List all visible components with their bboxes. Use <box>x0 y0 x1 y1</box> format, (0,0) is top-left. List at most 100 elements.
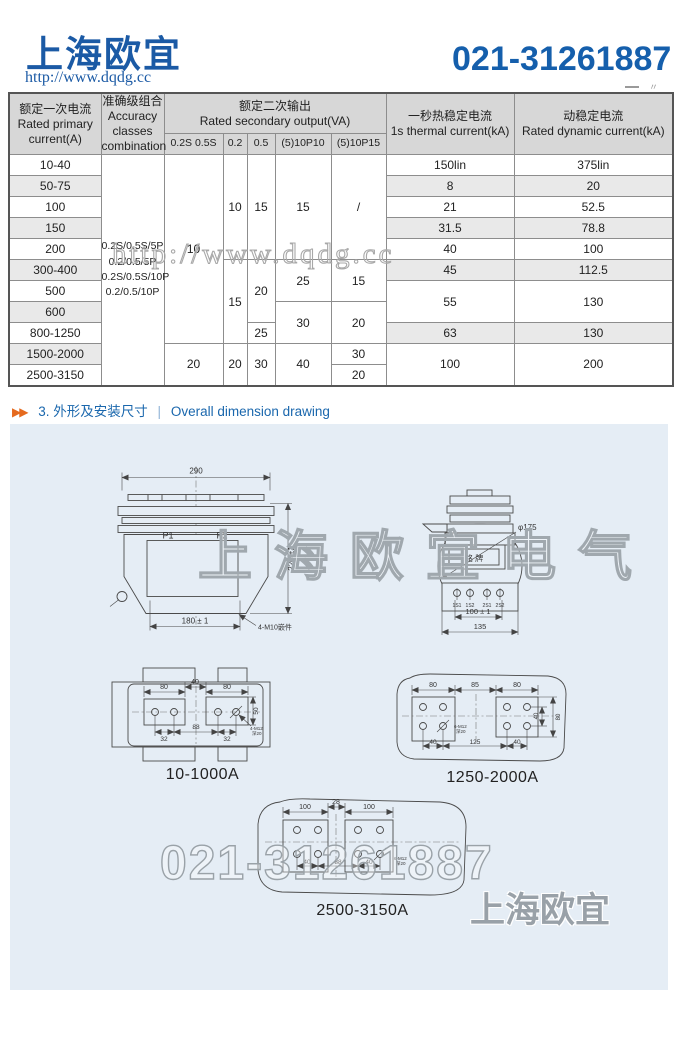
table-cell: 300-400 <box>8 259 102 281</box>
section-title-cn: 外形及安装尺寸 <box>53 404 148 419</box>
table-cell: 20 <box>330 301 387 344</box>
table-cell: 800-1250 <box>8 322 102 344</box>
dim-40-vertical: 40 <box>534 712 540 719</box>
table-cell: 20 <box>513 175 674 197</box>
screw-spec-line2: 深20 <box>456 728 466 735</box>
table-cell: 15 <box>274 154 332 260</box>
dim-40-mid: 40 <box>191 679 199 686</box>
dim-100: 100 ± 1 <box>466 607 491 616</box>
dim-40-left: 40 <box>429 739 437 746</box>
table-cell: 21 <box>385 196 515 218</box>
table-cell: 15 <box>246 154 276 260</box>
dim-height-226: 226 ±1 <box>287 546 296 571</box>
section-number: 3. <box>38 404 50 419</box>
insert-label: 4-M10嵌件 <box>258 623 292 632</box>
page-edge-mark <box>625 86 639 88</box>
screw-spec-line1: 6-M12 <box>454 724 467 729</box>
col-header-accuracy: 准确级组合 Accuracy classes combination <box>100 92 167 155</box>
table-cell: 30 <box>246 343 276 386</box>
subcol-10p10: (5)10P10 <box>274 133 332 155</box>
table-cell: 63 <box>385 322 515 344</box>
col-header-dynamic-current: 动稳定电流 Rated dynamic current(kA) <box>513 92 674 155</box>
table-cell: 52.5 <box>513 196 674 218</box>
table-cell: 375lin <box>513 154 674 176</box>
screw-spec-line2: 深20 <box>396 860 406 867</box>
table-cell: 20 <box>330 364 387 386</box>
col-header-thermal-current: 一秒热稳定电流 1s thermal current(kA) <box>385 92 515 155</box>
dim-88: 88 <box>334 859 342 866</box>
drawing-2500-3150a: 100 28 100 40 88 40 6-M12 深20 <box>257 798 467 896</box>
dim-width-290: 290 <box>189 467 203 476</box>
table-cell: 500 <box>8 280 102 302</box>
table-cell: 40 <box>385 238 515 260</box>
terminal-p1-label: P1 <box>162 531 173 541</box>
company-website: http://www.dqdg.cc <box>25 69 152 86</box>
dim-28: 28 <box>332 799 340 806</box>
drawing-1250-2000a: 80 85 80 40 80 40 125 40 6-M12 深20 <box>396 673 567 762</box>
spec-table: 额定一次电流 Rated primary current(A) 准确级组合 Ac… <box>8 92 675 387</box>
table-cell: 20 <box>246 259 276 323</box>
dim-80-left: 80 <box>429 682 437 689</box>
table-cell: 100 <box>513 238 674 260</box>
dim-80-vertical: 80 <box>556 713 562 720</box>
table-cell: 130 <box>513 322 674 344</box>
table-cell: / <box>330 154 387 260</box>
dim-50: 50 <box>253 707 260 715</box>
dim-40-right: 40 <box>513 739 521 746</box>
table-cell: 150 <box>8 217 102 239</box>
subcol-05: 0.5 <box>246 133 276 155</box>
front-view-drawing: P1 P2 290 226 ±1 180 ± 1 4-M10嵌件 <box>109 466 296 632</box>
dim-100-right: 100 <box>363 804 375 811</box>
table-cell: 10 <box>163 154 224 344</box>
table-cell: 10 <box>222 154 248 260</box>
dim-100-left: 100 <box>299 804 311 811</box>
screw-spec-line1: 6-M12 <box>394 856 407 861</box>
table-cell: 130 <box>513 280 674 323</box>
terminal-1s1: 1S1 <box>453 603 462 609</box>
table-cell: 30 <box>330 343 387 365</box>
caption-2500-3150a: 2500-3150A <box>316 902 409 919</box>
dim-32-left: 32 <box>160 736 168 743</box>
section-title-en: Overall dimension drawing <box>170 404 330 419</box>
table-cell: 8 <box>385 175 515 197</box>
double-arrow-icon: ▶▶ <box>12 405 29 419</box>
table-cell: 100 <box>8 196 102 218</box>
col-header-secondary-output: 额定二次输出 Rated secondary output(VA) <box>163 92 387 135</box>
dim-88: 88 <box>192 724 200 731</box>
side-view-drawing: 铭 牌 1S1 1S2 2S1 2S2 φ175 100 ± 1 135 <box>421 489 537 635</box>
table-cell: 55 <box>385 280 515 323</box>
dim-base-180: 180 ± 1 <box>182 617 209 626</box>
table-cell: 112.5 <box>513 259 674 281</box>
table-cell: 50-75 <box>8 175 102 197</box>
terminal-1s2: 1S2 <box>466 603 475 609</box>
table-cell: 200 <box>8 238 102 260</box>
dim-85: 85 <box>471 682 479 689</box>
dim-135: 135 <box>474 622 487 631</box>
caption-10-1000a: 10-1000A <box>165 766 240 783</box>
dim-32-right: 32 <box>223 736 231 743</box>
dim-80-left: 80 <box>160 684 168 691</box>
terminal-2s1: 2S1 <box>483 603 492 609</box>
phone-number: 021-31261887 <box>452 40 672 78</box>
drawing-10-1000a: 80 40 80 50 32 88 32 4-M12 深20 <box>111 667 271 762</box>
dim-40-right: 40 <box>365 859 373 866</box>
dim-40-left: 40 <box>303 859 311 866</box>
table-cell: 25 <box>274 259 332 302</box>
subcol-02: 0.2 <box>222 133 248 155</box>
terminal-screws <box>453 588 504 600</box>
subcol-10p15: (5)10P15 <box>330 133 387 155</box>
subcol-02s-05s: 0.2S 0.5S <box>163 133 224 155</box>
dim-80-right: 80 <box>223 684 231 691</box>
table-cell: 600 <box>8 301 102 323</box>
table-cell: 15 <box>222 259 248 344</box>
table-cell: 25 <box>246 322 276 344</box>
table-cell: 20 <box>222 343 248 386</box>
table-cell: 1500-2000 <box>8 343 102 365</box>
table-cell: 31.5 <box>385 217 515 239</box>
table-cell: 20 <box>163 343 224 386</box>
screw-spec-line2: 深20 <box>252 730 262 737</box>
table-cell: 30 <box>274 301 332 344</box>
page-edge-tick: 〃 <box>649 82 659 92</box>
